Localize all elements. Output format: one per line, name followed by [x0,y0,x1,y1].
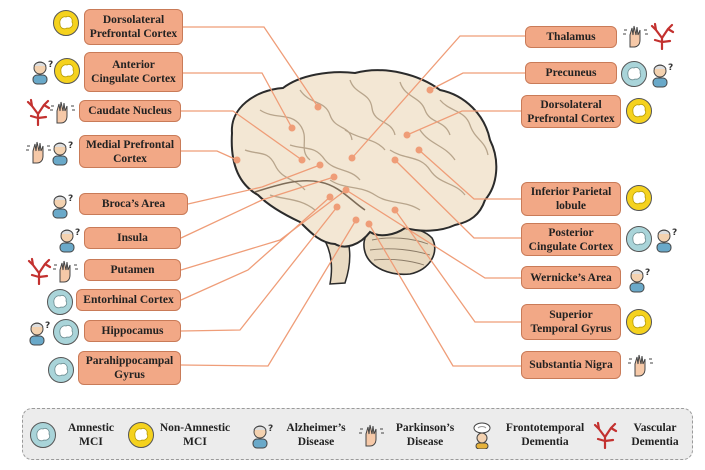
amnestic-mci-icon [620,60,648,93]
parkinsons-hand-icon [626,351,654,384]
amnestic-mci-icon [46,288,74,321]
svg-text:?: ? [645,268,650,278]
legend-amnestic-mci: Amnestic MCI [29,415,121,455]
legend-parkinsons: Parkinson’s Disease [357,415,461,455]
legend-ftd-text: Frontotemporal Dementia [505,422,585,448]
label-dorsolateral-prefrontal-cortex-right: Dorsolateral Prefrontal Cortex [521,95,621,128]
label-caudate-nucleus: Caudate Nucleus [79,100,181,122]
non-amnestic-mci-icon [52,9,80,42]
amnestic-mci-icon [29,421,57,449]
label-parahippocampal-gyrus: Parahippocampal Gyrus [78,351,181,385]
svg-text:?: ? [48,60,53,70]
parkinsons-hand-icon [48,98,76,131]
label-medial-prefrontal-cortex: Medial Prefrontal Cortex [79,135,181,168]
legend-amnestic-text: Amnestic MCI [68,422,114,448]
alzheimers-icon: ? [25,318,53,351]
connector-lines [180,26,525,367]
connector-dots [233,86,434,228]
label-inferior-parietal-lobule: Inferior Parietal lobule [521,182,621,216]
legend-vascular: Vascular Dementia [591,415,687,455]
label-insula: Insula [84,227,181,249]
alzheimers-icon: ? [625,265,653,298]
frontotemporal-icon [469,421,497,450]
vascular-vessel-icon [24,98,52,131]
svg-text:?: ? [68,141,73,151]
vascular-vessel-icon [648,22,676,55]
parkinsons-hand-icon [51,257,79,290]
label-anterior-cingulate-cortex: Anterior Cingulate Cortex [84,52,183,92]
svg-text:?: ? [45,321,50,331]
svg-text:?: ? [672,228,677,238]
legend-parkinsons-text: Parkinson’s Disease [395,422,455,448]
legend-alzheimers: ? Alzheimer’s Disease [248,415,352,455]
label-thalamus: Thalamus [525,26,617,48]
legend-frontotemporal: Frontotemporal Dementia [469,415,589,455]
legend-vascular-text: Vascular Dementia [631,422,679,448]
legend: Amnestic MCI Non-Amnestic MCI ? Alzheime… [22,408,693,460]
alzheimers-icon: ? [652,225,680,258]
label-hippocampus: Hippocamus [84,320,181,342]
legend-nonamnestic-text: Non-Amnestic MCI [159,422,231,448]
alzheimers-icon: ? [48,138,76,171]
cerebrum [230,69,498,248]
alzheimers-icon: ? [248,421,276,449]
alzheimers-icon: ? [648,60,676,93]
non-amnestic-mci-icon [625,308,653,341]
non-amnestic-mci-icon [625,97,653,130]
label-brocas-area: Broca’s Area [79,193,188,215]
label-entorhinal-cortex: Entorhinal Cortex [76,289,181,311]
label-posterior-cingulate-cortex: Posterior Cingulate Cortex [521,223,621,256]
non-amnestic-mci-icon [127,421,155,449]
non-amnestic-mci-icon [53,57,81,90]
vascular-vessel-icon [25,257,53,290]
legend-alzheimers-text: Alzheimer’s Disease [286,422,346,448]
alzheimers-icon: ? [48,191,76,224]
label-putamen: Putamen [84,259,181,281]
parkinsons-hand-icon [621,22,649,55]
vascular-vessel-icon [591,421,619,450]
label-wernickes-area: Wernicke’s Area [521,266,621,289]
parkinsons-hand-icon [357,421,385,449]
parkinsons-hand-icon [24,138,52,171]
alzheimers-icon: ? [28,57,56,90]
legend-non-amnestic-mci: Non-Amnestic MCI [127,415,231,455]
svg-text:?: ? [75,228,80,238]
label-superior-temporal-gyrus: Superior Temporal Gyrus [521,304,621,340]
label-substantia-nigra: Substantia Nigra [521,351,621,379]
amnestic-mci-icon [625,225,653,258]
label-dorsolateral-prefrontal-cortex-left: Dorsolateral Prefrontal Cortex [84,9,183,45]
amnestic-mci-icon [52,318,80,351]
svg-text:?: ? [668,63,673,73]
alzheimers-icon: ? [55,225,83,258]
label-precuneus: Precuneus [525,62,617,84]
svg-text:?: ? [268,424,273,434]
amnestic-mci-icon [47,356,75,389]
non-amnestic-mci-icon [625,184,653,217]
svg-text:?: ? [68,194,73,204]
